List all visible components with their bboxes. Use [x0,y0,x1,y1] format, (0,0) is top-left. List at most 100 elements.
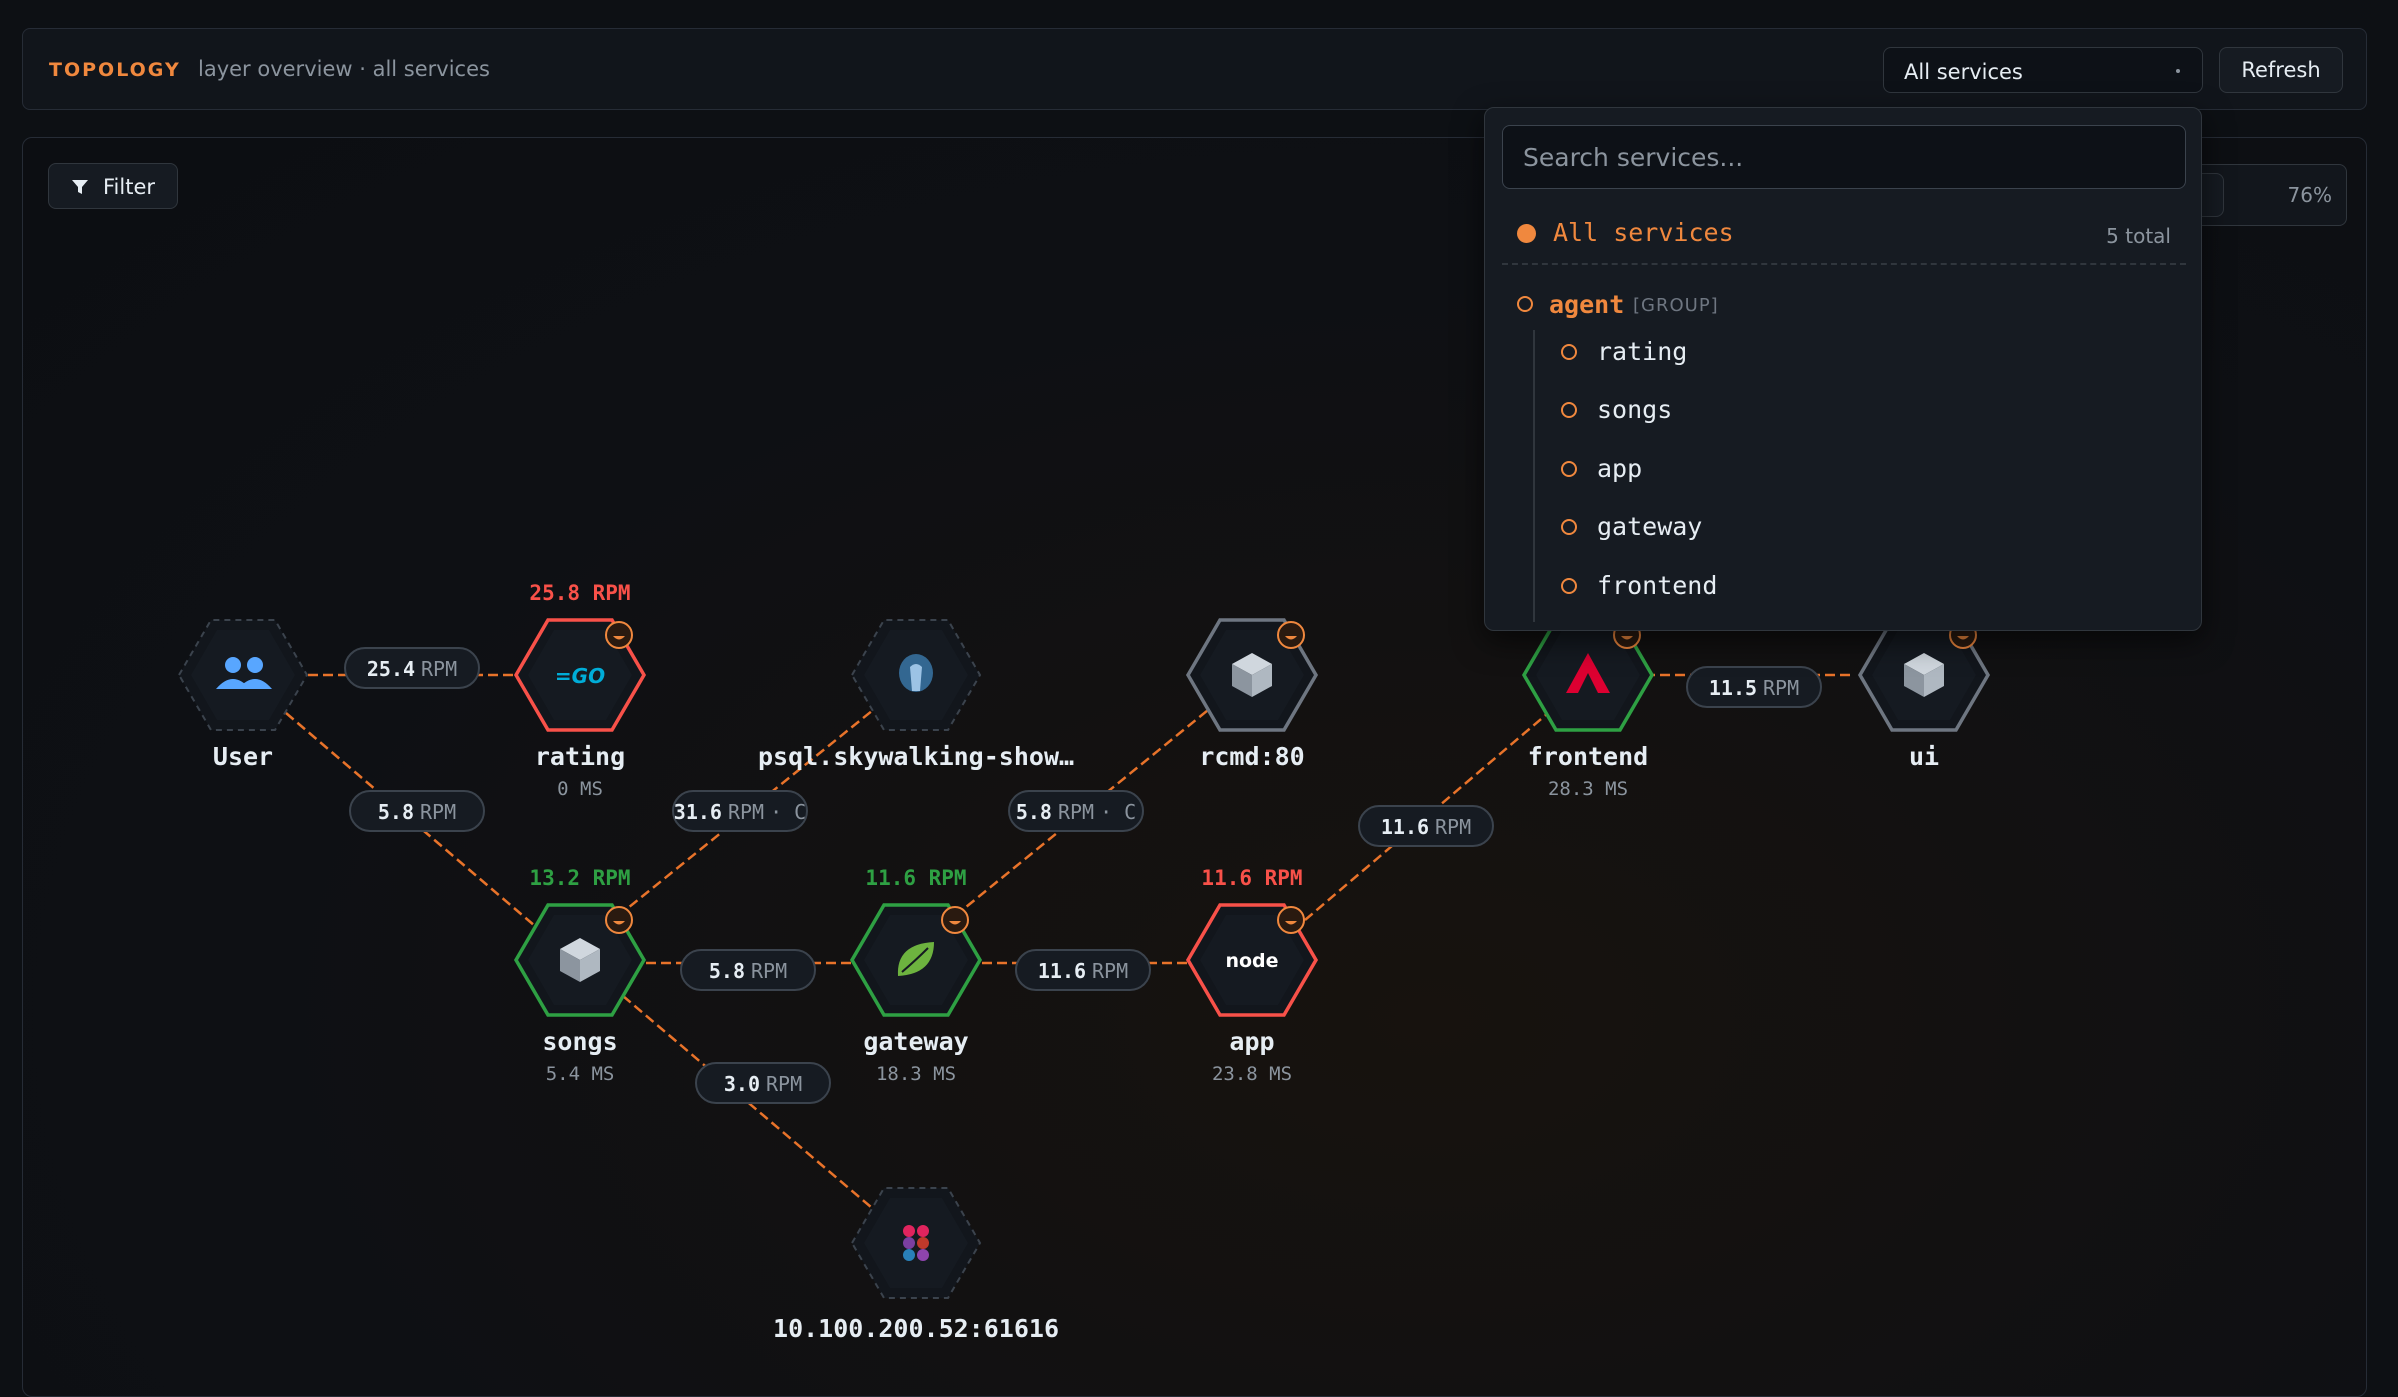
radio-icon [1561,402,1577,418]
service-dropdown: All services 5 total agent [GROUP] ratin… [1484,107,2202,631]
dropdown-divider [1502,263,2186,265]
node-label: rcmd:80 [1199,742,1304,771]
filter-button[interactable]: Filter [48,163,178,209]
edge-value: 5.8 [378,800,414,824]
edge-unit: RPM [766,1072,802,1096]
edge-value: 3.0 [724,1072,760,1096]
option-service-gateway[interactable]: gateway [1485,501,2201,551]
node-label: gateway [863,1027,968,1056]
service-count: 5 total [2106,224,2171,248]
node-frontend[interactable]: frontend 28.3 MS [1522,618,1654,800]
service-search-input[interactable] [1502,125,2186,189]
edge-value: 5.8 [1016,800,1052,824]
node-latency: 0 MS [557,778,603,800]
users-icon [216,657,272,689]
option-group-agent[interactable]: agent [GROUP] [1485,278,2201,328]
radio-icon [1561,578,1577,594]
nodejs-icon: node [1225,950,1278,972]
edge-value: 31.6 [674,800,722,824]
angular-icon [1566,653,1610,693]
topology-graph: User 25.8 RPM =GO rating 0 MS psql.skywa… [178,581,1990,1343]
service-select-value: All services [1904,60,2023,84]
filter-icon [72,180,88,194]
edge-unit: RPM [421,657,457,681]
node-user[interactable]: User [178,619,308,771]
group-label: agent [1549,290,1625,319]
page-subtitle: layer overview · all services [198,57,490,81]
node-rpm: 25.8 RPM [529,581,630,605]
group-tag: [GROUP] [1633,295,1719,316]
edge-unit: RPM [1763,676,1799,700]
option-label: app [1597,454,1643,483]
option-all-services[interactable]: All services 5 total [1485,208,2201,258]
java-agent-icon [605,621,633,649]
edge-value: 25.4 [367,657,415,681]
node-label: app [1229,1027,1274,1056]
node-label: psql.skywalking-show… [758,742,1074,771]
topology-header: TOPOLOGY layer overview · all services A… [22,28,2367,110]
edge-value: 11.6 [1038,959,1086,983]
node-ui[interactable]: ui [1858,618,1990,771]
zoom-level: 76% [2287,183,2332,207]
option-service-app[interactable]: app [1485,443,2201,493]
node-latency: 18.3 MS [876,1063,956,1085]
radio-icon [1517,296,1533,312]
node-psql[interactable]: psql.skywalking-show… [758,619,1074,771]
edge-songs-ip [622,995,879,1214]
node-label: ui [1909,742,1939,771]
option-label: frontend [1597,571,1718,600]
node-rcmd[interactable]: rcmd:80 [1186,618,1318,771]
cube-icon [560,938,600,982]
option-service-songs[interactable]: songs [1485,384,2201,434]
edge-unit: RPM [1058,800,1094,824]
option-service-frontend[interactable]: frontend [1485,560,2201,610]
edge-user-songs [285,712,536,927]
node-latency: 5.4 MS [546,1063,615,1085]
edge-unit: RPM [1092,959,1128,983]
option-label: gateway [1597,512,1703,541]
edge-suffix: · C [770,800,806,824]
edge-app-frontend [1304,707,1555,921]
edge-unit: RPM [1435,815,1471,839]
edge-unit: RPM [751,959,787,983]
java-agent-icon [1277,621,1305,649]
radio-icon [1561,344,1577,360]
service-select[interactable]: All services [1883,47,2203,93]
node-label: User [213,742,273,771]
node-activemq[interactable]: 10.100.200.52:61616 [773,1187,1059,1343]
refresh-button[interactable]: Refresh [2219,47,2343,93]
page-title: TOPOLOGY [49,59,181,81]
cube-icon [1232,653,1272,697]
option-label: songs [1597,395,1673,424]
option-service-rating[interactable]: rating [1485,326,2201,376]
node-rating[interactable]: 25.8 RPM =GO rating 0 MS [514,581,646,800]
edge-value: 11.6 [1381,815,1429,839]
node-rpm: 11.6 RPM [1201,866,1302,890]
option-label: rating [1597,337,1688,366]
filter-label: Filter [103,175,156,199]
postgresql-icon [899,654,933,692]
node-songs[interactable]: 13.2 RPM songs 5.4 MS [514,866,646,1085]
node-rpm: 11.6 RPM [865,866,966,890]
option-label: All services [1553,218,1734,247]
node-app[interactable]: 11.6 RPM node app 23.8 MS [1186,866,1318,1085]
radio-icon [1561,461,1577,477]
java-agent-icon [941,906,969,934]
node-gateway[interactable]: 11.6 RPM gateway 18.3 MS [850,866,982,1085]
edge-value: 5.8 [709,959,745,983]
